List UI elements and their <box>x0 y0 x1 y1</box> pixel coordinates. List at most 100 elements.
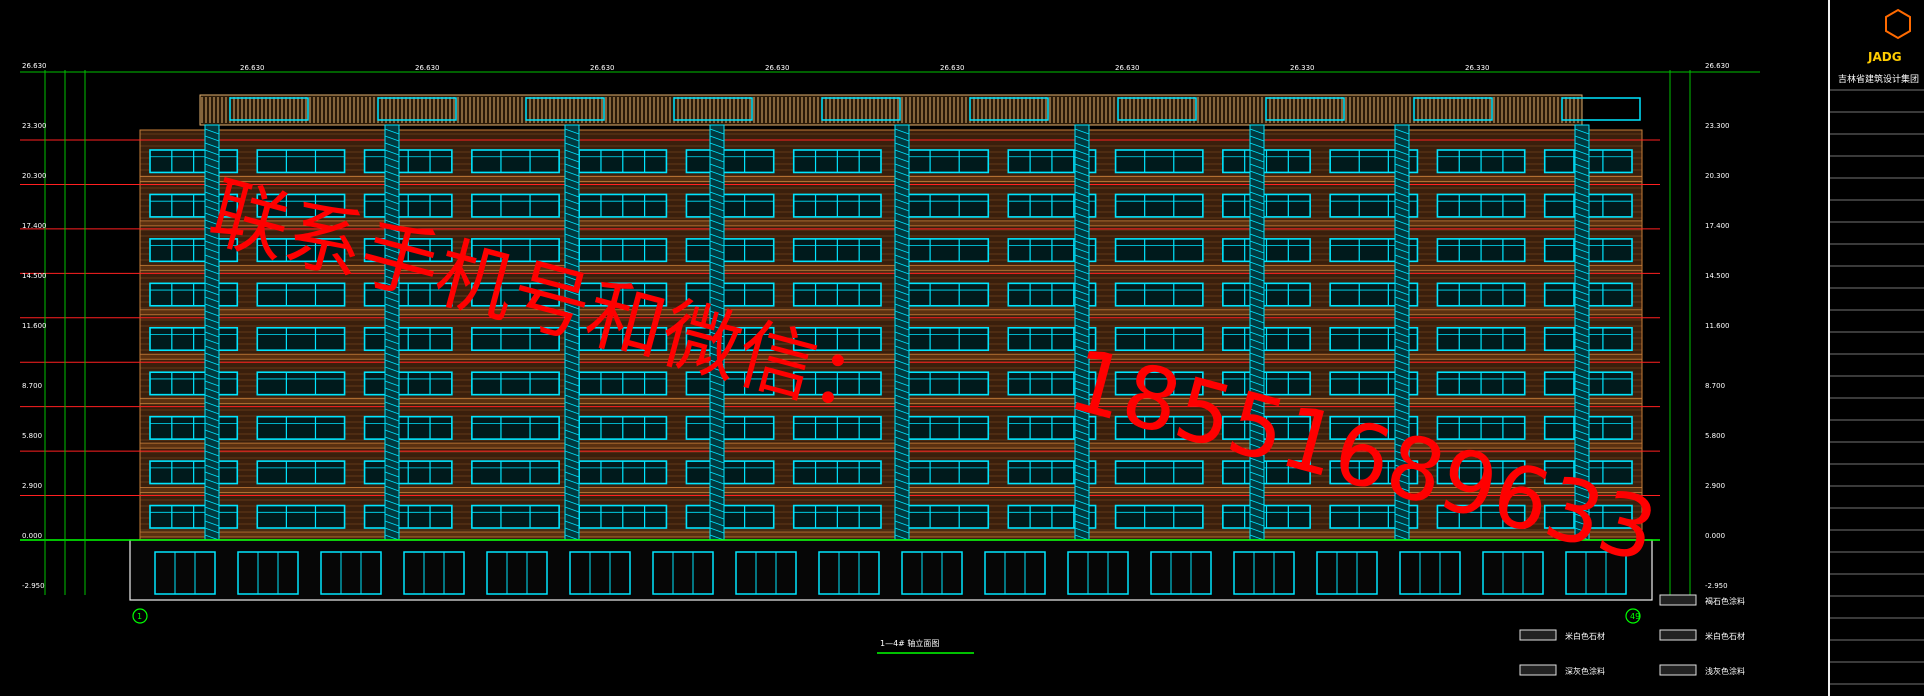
shaft-hatch <box>564 296 580 303</box>
shaft-hatch <box>204 268 220 275</box>
shaft-hatch <box>204 254 220 261</box>
shaft-hatch <box>1074 170 1090 177</box>
shaft-hatch <box>709 191 725 198</box>
window <box>1114 238 1204 263</box>
window <box>471 415 560 440</box>
shaft-hatch <box>1074 471 1090 478</box>
shaft-hatch <box>1249 359 1265 366</box>
shaft-hatch <box>1574 254 1590 261</box>
shaft-hatch <box>564 163 580 170</box>
shaft-hatch <box>1394 506 1410 513</box>
shaft-hatch <box>894 184 910 191</box>
shaft-hatch <box>384 478 400 485</box>
shaft-hatch <box>894 387 910 394</box>
window <box>685 282 775 307</box>
shaft-hatch <box>894 506 910 513</box>
shaft-hatch <box>894 163 910 170</box>
shaft-hatch <box>709 534 725 541</box>
podium-window <box>154 551 216 595</box>
podium-window <box>403 551 465 595</box>
window <box>685 238 775 263</box>
roof-window <box>377 97 457 121</box>
shaft-hatch <box>1074 247 1090 254</box>
shaft-hatch <box>204 233 220 240</box>
shaft-hatch <box>564 387 580 394</box>
shaft-hatch <box>384 352 400 359</box>
window <box>471 326 560 352</box>
shaft-hatch <box>894 212 910 219</box>
roof-window <box>1413 97 1493 121</box>
shaft-hatch <box>1574 520 1590 527</box>
shaft-hatch <box>1394 478 1410 485</box>
shaft-hatch <box>1574 429 1590 436</box>
shaft-hatch <box>1249 198 1265 205</box>
shaft-hatch <box>204 149 220 156</box>
shaft-hatch <box>1074 163 1090 170</box>
shaft-hatch <box>1249 254 1265 261</box>
axis-bubble <box>132 608 148 624</box>
window <box>471 238 560 263</box>
shaft-hatch <box>1394 233 1410 240</box>
shaft-hatch <box>894 513 910 520</box>
window <box>256 326 346 352</box>
shaft-hatch <box>204 324 220 331</box>
shaft-hatch <box>894 198 910 205</box>
shaft-hatch <box>709 212 725 219</box>
window <box>256 504 346 529</box>
logo-mark <box>1885 8 1911 40</box>
shaft-hatch <box>1249 485 1265 492</box>
shaft-hatch <box>564 443 580 450</box>
shaft-hatch <box>1394 380 1410 387</box>
shaft-hatch <box>1574 317 1590 324</box>
shaft-hatch <box>384 128 400 135</box>
podium-window <box>486 551 548 595</box>
shaft-hatch <box>564 429 580 436</box>
shaft-hatch <box>1074 331 1090 338</box>
window <box>685 460 775 485</box>
shaft-hatch <box>564 275 580 282</box>
shaft-hatch <box>894 415 910 422</box>
window <box>1114 371 1204 396</box>
shaft-hatch <box>1394 212 1410 219</box>
podium-window <box>1399 551 1461 595</box>
elevation-label: 20.300 <box>22 172 47 180</box>
shaft-hatch <box>1249 177 1265 184</box>
shaft-hatch <box>1574 135 1590 142</box>
legend-label: 浅灰色涂料 <box>1705 666 1745 676</box>
shaft-hatch <box>1249 149 1265 156</box>
shaft-hatch <box>894 219 910 226</box>
roof-window <box>525 97 605 121</box>
shaft-hatch <box>709 331 725 338</box>
shaft-hatch <box>564 149 580 156</box>
shaft-hatch <box>204 219 220 226</box>
elevation-label: 8.700 <box>1705 382 1725 390</box>
shaft-hatch <box>384 191 400 198</box>
shaft-hatch <box>204 296 220 303</box>
shaft-hatch <box>1394 205 1410 212</box>
shaft-hatch <box>204 142 220 149</box>
shaft-hatch <box>894 268 910 275</box>
shaft-hatch <box>1394 135 1410 142</box>
shaft-hatch <box>1249 394 1265 401</box>
shaft-hatch <box>204 170 220 177</box>
shaft-hatch <box>1074 184 1090 191</box>
shaft-hatch <box>709 296 725 303</box>
shaft-hatch <box>204 303 220 310</box>
shaft-hatch <box>204 247 220 254</box>
shaft-hatch <box>1394 464 1410 471</box>
shaft-hatch <box>564 527 580 534</box>
shaft-hatch <box>709 205 725 212</box>
window <box>900 149 990 174</box>
window <box>1114 326 1204 352</box>
window <box>1114 149 1204 174</box>
shaft-hatch <box>1074 303 1090 310</box>
shaft-hatch <box>564 184 580 191</box>
shaft-hatch <box>564 240 580 247</box>
axis-label: 49 <box>1630 612 1640 621</box>
shaft-hatch <box>709 177 725 184</box>
shaft-hatch <box>1249 373 1265 380</box>
window <box>685 326 775 352</box>
podium-window <box>984 551 1046 595</box>
shaft-hatch <box>1249 275 1265 282</box>
shaft-hatch <box>1574 282 1590 289</box>
